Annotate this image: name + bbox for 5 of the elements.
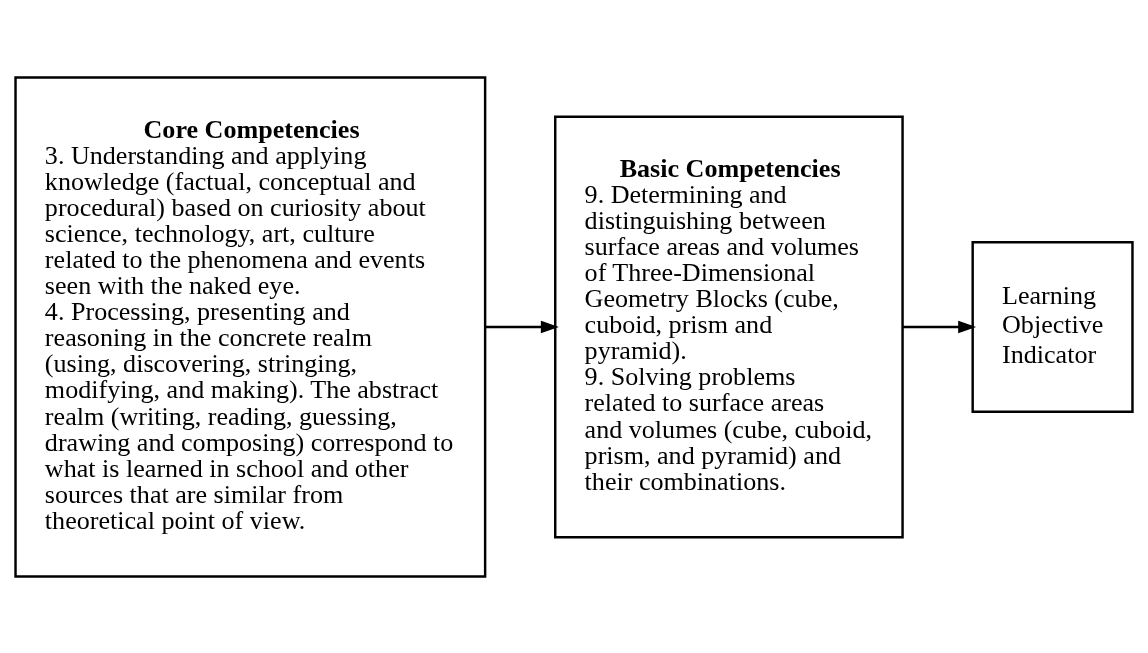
- node-box: Learning Objective Indicator: [971, 240, 1134, 413]
- node-box: Core Competencies 3. Understanding and applying knowledge (factual, conceptual and procedural) based on curiosity about science, technology, art, culture related to the phenomena and events seen with the naked eye. 4. Processing, presenting and reasoning in the concrete realm (using, discovering, stringing, modifying, and making). The abstract realm (writing, reading, guessing, drawing and composing) correspond to what is learned in school and other sources that are similar from theoretical point of view.: [14, 75, 487, 578]
- node-box: Basic Competencies 9. Determining and distinguishing between surface areas and volumes of Three-Dimensional Geometry Blocks (cube, cuboid, prism and pyramid). 9. Solving problems related to surface areas and volumes (cube, cuboid, prism, and pyramid) and their combinations.: [554, 114, 904, 539]
- arrow: [902, 320, 977, 333]
- arrow: [485, 320, 559, 333]
